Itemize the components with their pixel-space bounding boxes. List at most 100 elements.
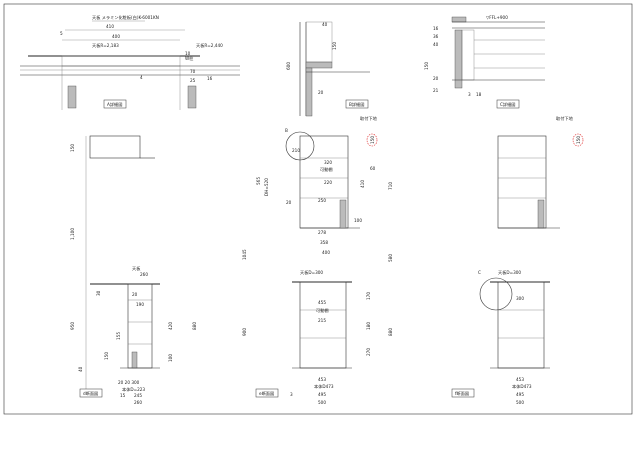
d-body-223: 本体D=223 — [122, 386, 145, 393]
e-top-150: 150 — [370, 136, 375, 144]
f-tenban-d: 天板D=300 — [498, 269, 521, 276]
f-bubble: C — [478, 270, 481, 275]
f-dim-495: 495 — [516, 392, 524, 397]
c-dim-18: 18 — [476, 92, 482, 97]
e-dim-415: 455 — [318, 300, 326, 305]
d-dim-245: 245 — [134, 393, 142, 398]
a-detail-label: A詳細図 — [107, 101, 122, 108]
e-toritsuke: 取付下地 — [360, 115, 378, 122]
e-dim-320: 320 — [324, 160, 332, 165]
e-body-473: 本体D473 — [314, 383, 334, 390]
e-dim-358: 358 — [320, 240, 328, 245]
d-elevation: 150 1,100 天板 260 20 190 155 950 30 420 1… — [70, 135, 197, 405]
e-dim-270: 270 — [366, 348, 371, 356]
a-tenban-right: 天板R=2,440 — [196, 42, 223, 49]
e-dim-20: 20 — [286, 200, 292, 205]
a-detail: 天板 メラミン化粧板(白)K-6001KN 410 5 400 天板R=2,18… — [20, 14, 240, 110]
c-dim-36: 36 — [433, 34, 439, 39]
f-body-473: 本体D473 — [512, 383, 532, 390]
b-dim-150: 150 — [332, 42, 337, 50]
d-tenban: 天板 — [132, 265, 141, 272]
b-detail: 40 150 600 20 B詳細図 — [286, 21, 370, 117]
e-dim-580: 580 — [388, 254, 393, 262]
b-detail-label: B詳細図 — [349, 101, 364, 108]
f-dim-150: 150 — [576, 136, 581, 144]
d-dim-40: 40 — [78, 366, 83, 372]
b-dim-600: 600 — [286, 62, 291, 70]
e-dim-400: 400 — [322, 250, 330, 255]
d-dim-150b: 150 — [104, 352, 109, 360]
d-dim-300: 20 20 300 — [118, 380, 140, 385]
d-dim-100: 100 — [168, 354, 173, 362]
d-dim-1100: 1,100 — [70, 228, 75, 240]
e-dim-565: 565 — [256, 177, 261, 185]
e-dim-315: 215 — [318, 318, 326, 323]
c-ffl: ▽FFL+900 — [486, 15, 508, 20]
e-dim-495: 495 — [318, 392, 326, 397]
e-dim-180: 180 — [366, 322, 371, 330]
a-dim-4: 4 — [140, 75, 143, 80]
c-dim-40: 40 — [433, 42, 439, 47]
e-dim-500: 500 — [318, 400, 326, 405]
sheet-frame — [3, 3, 633, 415]
e-elevation: B 取付下地 150 210 320 可動棚 220 250 20 100 27… — [242, 115, 393, 405]
e-dim-1045: 1045 — [242, 249, 247, 260]
f-toritsuke: 取付下地 — [556, 115, 574, 122]
e-kadou2: 可動棚 — [316, 307, 329, 314]
a-dim-410: 410 — [106, 24, 114, 29]
d-dim-950: 950 — [70, 322, 75, 330]
d-label: d断面図 — [83, 390, 98, 397]
c-dim-150: 150 — [424, 62, 429, 70]
e-dim-250: 250 — [318, 198, 326, 203]
c-dim-3: 3 — [468, 92, 471, 97]
e-kadou: 可動棚 — [320, 166, 333, 173]
e-bubble: B — [285, 128, 288, 133]
e-label: e断面図 — [259, 390, 274, 397]
d-dim-155: 155 — [116, 332, 121, 340]
c-dim-16: 16 — [433, 26, 439, 31]
a-dim-70: 70 — [190, 69, 196, 74]
a-dim-16: 16 — [207, 76, 213, 81]
d-dim-420: 420 — [168, 322, 173, 330]
d-dim-15: 15 — [120, 393, 126, 398]
e-dh: DH=520 — [264, 178, 269, 196]
e-dim-410: 410 — [360, 180, 365, 188]
d-dim-20: 20 — [132, 292, 138, 297]
f-dim-500: 500 — [516, 400, 524, 405]
d-dim-880: 880 — [192, 322, 197, 330]
d-w-260: 260 — [140, 272, 148, 277]
e-dim-170: 170 — [366, 292, 371, 300]
f-elevation: 取付下地 150 C 天板D=300 300 453 本体D473 495 50… — [451, 115, 584, 405]
e-dim-900: 900 — [242, 328, 247, 336]
b-dim-20: 20 — [318, 90, 324, 95]
a-dim-25: 25 — [190, 78, 196, 83]
e-tenban-d: 天板D=300 — [300, 269, 323, 276]
f-dim-300: 300 — [516, 296, 524, 301]
c-dim-21: 21 — [433, 88, 439, 93]
e-dim-3: 3 — [290, 392, 293, 397]
d-dim-150: 150 — [70, 144, 75, 152]
e-dim-710: 710 — [388, 182, 393, 190]
f-label: f断面図 — [455, 390, 469, 397]
c-detail-label: C詳細図 — [500, 101, 516, 108]
c-detail: ▽FFL+900 16 36 40 150 20 21 3 18 C詳細図 — [424, 15, 545, 109]
a-dim-5: 5 — [60, 31, 63, 36]
a-dim-400: 400 — [112, 34, 120, 39]
e-dim-100: 100 — [354, 218, 362, 223]
d-dim-260: 260 — [134, 400, 142, 405]
d-dim-190: 190 — [136, 302, 144, 307]
e-dim-880: 880 — [388, 328, 393, 336]
d-dim-30: 30 — [96, 290, 101, 296]
a-w-mark: W柱 — [185, 55, 194, 62]
e-dim-220: 220 — [324, 180, 332, 185]
e-dim-278: 278 — [318, 230, 326, 235]
f-dim-453: 453 — [516, 377, 524, 382]
a-note: 天板 メラミン化粧板(白)K-6001KN — [92, 14, 159, 21]
a-dim-10: 10 — [185, 51, 191, 56]
e-dim-453: 453 — [318, 377, 326, 382]
e-dim-60: 60 — [370, 166, 376, 171]
e-dim-210: 210 — [292, 148, 300, 153]
b-dim-40: 40 — [322, 22, 328, 27]
a-tenban-left: 天板R=2,183 — [92, 42, 119, 49]
